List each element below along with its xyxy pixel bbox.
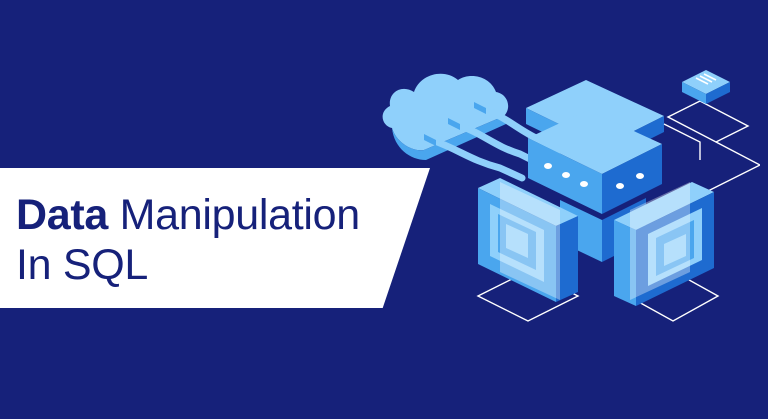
server-body <box>528 110 662 214</box>
title-ribbon <box>0 168 430 308</box>
database-server-cloud-icon <box>382 70 760 322</box>
connector-plugs <box>424 94 502 146</box>
page-title: Data Manipulation In SQL <box>16 190 360 290</box>
title-rest: Manipulation <box>108 191 361 239</box>
title-bold-word: Data <box>16 191 109 239</box>
title-line-2: In SQL <box>16 241 149 289</box>
circuit-lines <box>663 123 701 160</box>
right-panel <box>614 182 714 306</box>
cloud-icon <box>382 73 509 160</box>
glass-overlays <box>500 182 690 300</box>
chip-icon <box>682 70 730 104</box>
left-panel <box>478 178 578 302</box>
title-line-1: Data Manipulation <box>16 190 360 240</box>
